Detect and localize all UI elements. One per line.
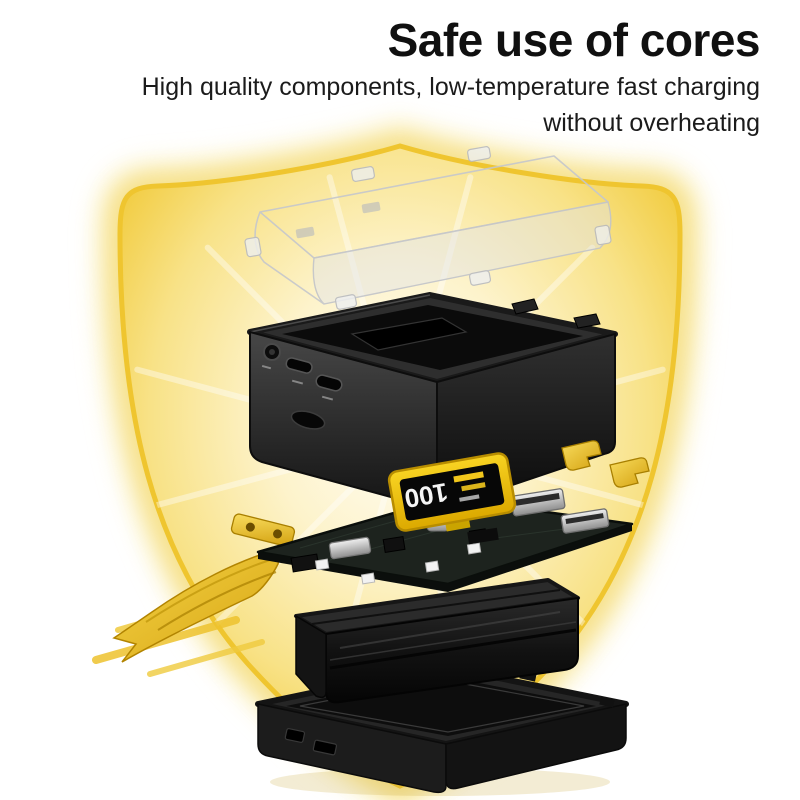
battery-percent-readout: 100 <box>402 477 450 514</box>
top-cover <box>244 146 612 310</box>
spring-contacts-right <box>561 440 650 488</box>
shell-port-cutouts <box>284 728 338 756</box>
display-socket <box>467 527 499 545</box>
battery-cell-seam <box>329 628 577 670</box>
battery-end-cap <box>295 614 327 699</box>
port-label-marks <box>261 364 334 401</box>
lcd-display: 100 <box>387 452 517 532</box>
shell-front-left-wall <box>257 703 447 794</box>
shell-front-right-wall <box>445 703 627 790</box>
battery-pack <box>294 578 580 704</box>
case-interior-slot <box>350 317 468 351</box>
tact-switches <box>314 542 482 585</box>
cover-clips <box>244 146 612 310</box>
case-clip <box>511 298 539 315</box>
lanyard-strap <box>112 546 284 663</box>
usb-c-port-icon <box>285 357 313 374</box>
headline: Safe use of cores <box>387 14 761 66</box>
pcb-board <box>256 488 634 592</box>
subheadline-line1: High quality components, low-temperature… <box>141 72 760 101</box>
subheadline-line2: without overheating <box>543 109 760 138</box>
micro-usb-shell-icon <box>328 536 372 560</box>
micro-usb-port-icon <box>315 374 343 392</box>
cover-latch-hole <box>361 201 381 214</box>
case-clip <box>573 313 601 329</box>
display-text-rows <box>453 471 486 502</box>
cover-latch-hole <box>295 226 315 239</box>
usb-a-port-icon <box>560 508 610 534</box>
header: Safe use of cores High quality component… <box>141 14 761 140</box>
torch-led-icon <box>263 343 281 361</box>
gold-terminal-left <box>230 513 296 548</box>
power-button-slot <box>290 410 326 430</box>
